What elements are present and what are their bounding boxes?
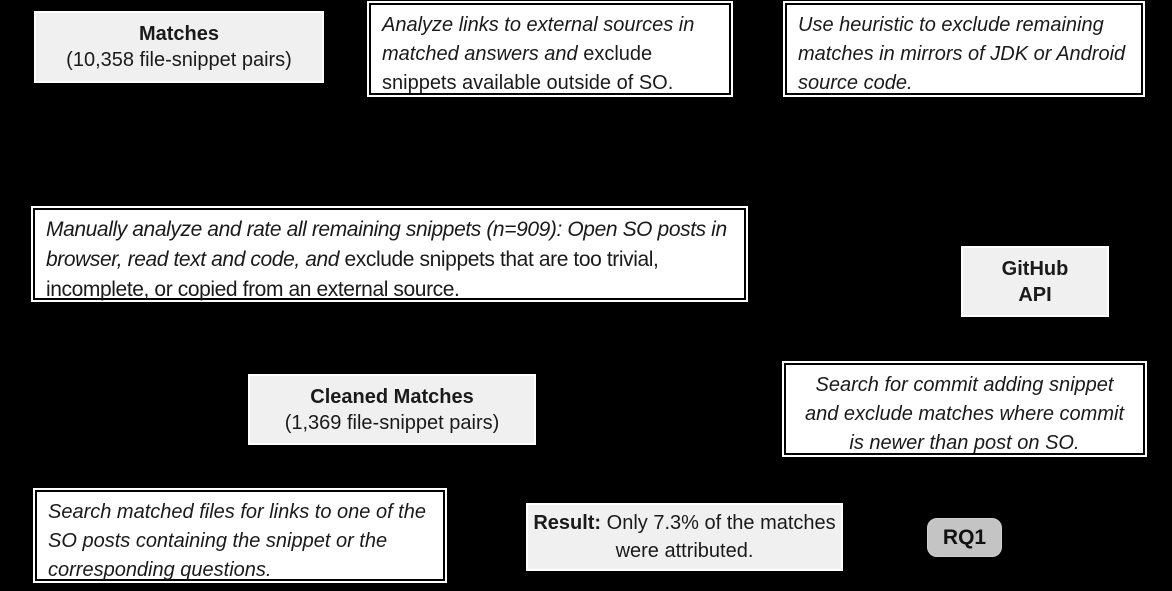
link-search-text: Search matched files for links to one of… bbox=[48, 501, 426, 581]
commit-search-text: Search for commit adding snippet and exc… bbox=[804, 374, 1125, 454]
cleaned-matches-title: Cleaned Matches bbox=[310, 385, 474, 408]
result-box: Result: Only 7.3% of the matches were at… bbox=[528, 505, 841, 569]
manual-analysis-text-normal: exclude snippets that are too trivial, i… bbox=[46, 248, 659, 301]
heuristic-text: Use heuristic to exclude remaining match… bbox=[798, 14, 1126, 94]
manual-analysis-box: Manually analyze and rate all remaining … bbox=[33, 208, 746, 301]
link-search-box: Search matched files for links to one of… bbox=[35, 490, 445, 581]
cleaned-matches-subtitle: (1,369 file-snippet pairs) bbox=[284, 411, 500, 434]
github-api-line1: GitHub bbox=[1001, 257, 1069, 280]
matches-title: Matches bbox=[138, 23, 220, 45]
heuristic-box: Use heuristic to exclude remaining match… bbox=[785, 3, 1143, 95]
matches-subtitle: (10,358 file-snippet pairs) bbox=[66, 49, 292, 71]
result-value: Only 7.3% of the matches were attributed… bbox=[601, 512, 836, 562]
github-api-line2: API bbox=[1018, 283, 1052, 306]
analyze-links-text-normal: exclude snippets available outside of SO… bbox=[382, 43, 674, 94]
rq1-label: RQ1 bbox=[942, 525, 987, 549]
matches-box: Matches (10,358 file-snippet pairs) bbox=[36, 13, 322, 81]
github-api-box: GitHub API bbox=[963, 248, 1107, 315]
analyze-links-box: Analyze links to external sources in mat… bbox=[369, 3, 731, 95]
rq1-badge: RQ1 bbox=[927, 518, 1002, 557]
result-text: Result: Only 7.3% of the matches were at… bbox=[528, 509, 841, 565]
manual-analysis-text-italic: Manually analyze and rate all remaining … bbox=[46, 218, 727, 271]
commit-search-box: Search for commit adding snippet and exc… bbox=[784, 363, 1145, 455]
analyze-links-text-italic: Analyze links to external sources in mat… bbox=[382, 14, 695, 65]
result-label: Result: bbox=[533, 512, 602, 534]
cleaned-matches-box: Cleaned Matches (1,369 file-snippet pair… bbox=[250, 376, 534, 443]
